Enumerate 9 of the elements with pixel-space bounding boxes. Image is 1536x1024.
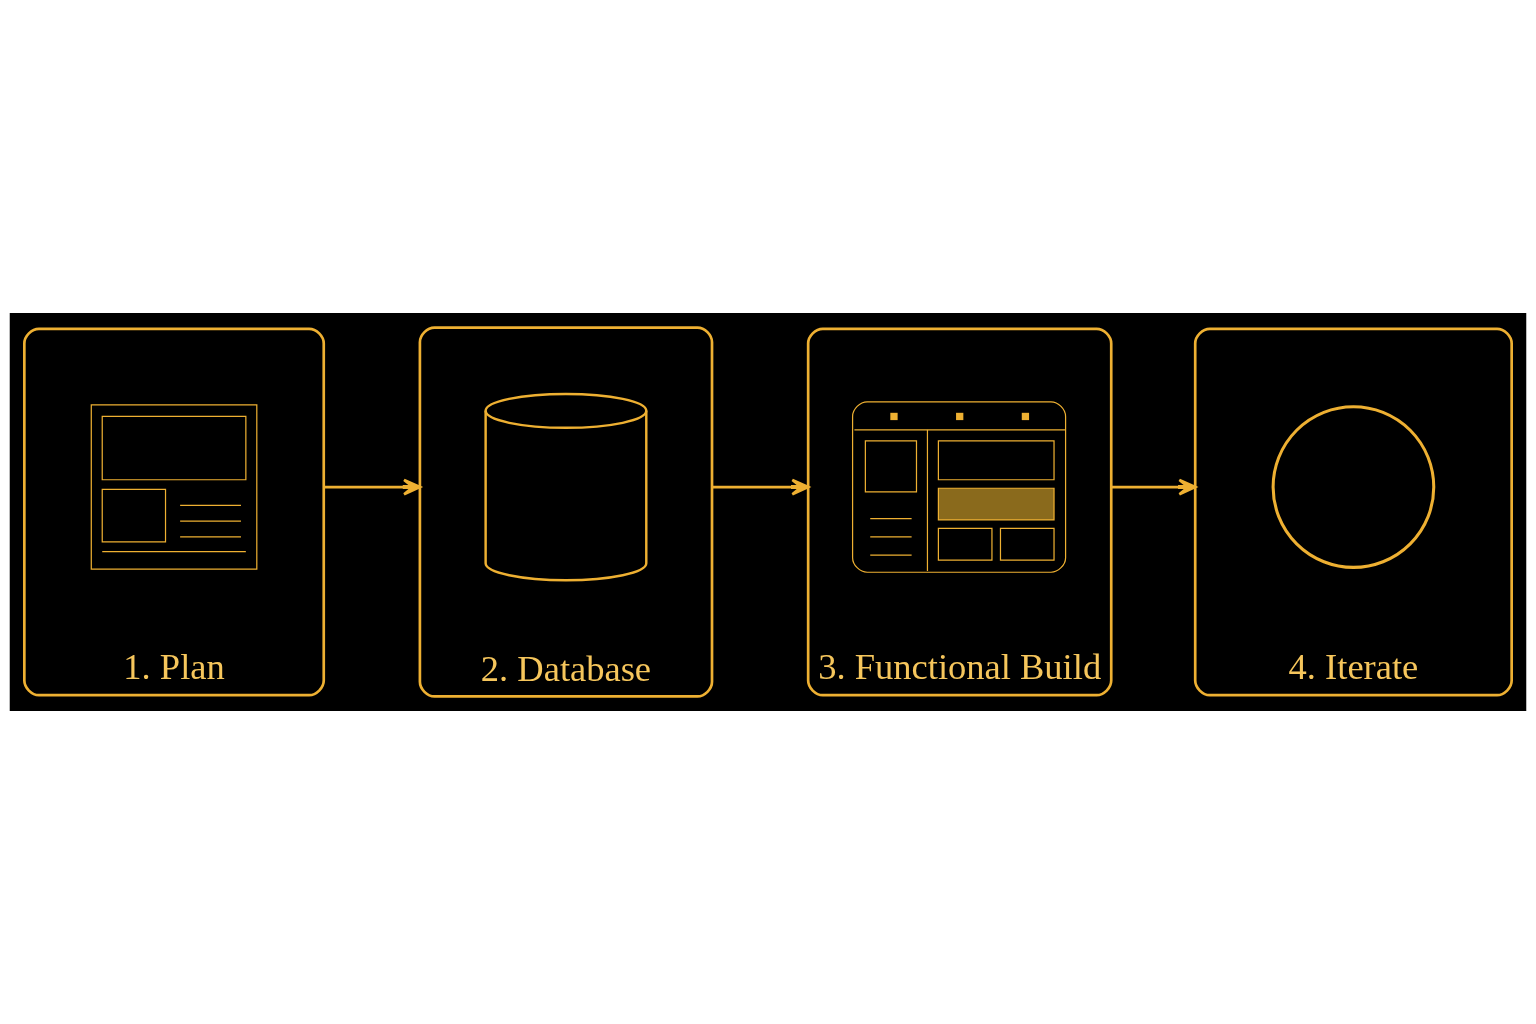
arrow bbox=[323, 478, 422, 496]
arrow bbox=[712, 478, 810, 496]
cluster: 4. Iterate bbox=[1193, 327, 1513, 697]
cluster: 2. Database bbox=[418, 326, 714, 698]
node-picture bbox=[90, 404, 258, 570]
cluster: 1. Plan bbox=[23, 327, 326, 697]
arrow bbox=[1111, 478, 1197, 496]
cluster: 3. Functional Build bbox=[806, 327, 1113, 697]
node-circle bbox=[1271, 405, 1436, 569]
